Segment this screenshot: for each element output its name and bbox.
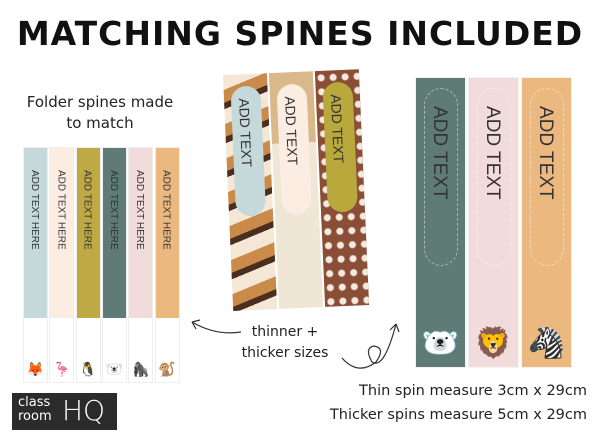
size-note: thinner + thicker sizes bbox=[230, 322, 340, 364]
spine-color-band bbox=[76, 148, 100, 318]
heading-line: to match bbox=[66, 114, 134, 132]
page-title: MATCHING SPINES INCLUDED bbox=[16, 14, 584, 53]
spine-color-band bbox=[102, 148, 126, 318]
spine-label: ADD TEXT bbox=[429, 106, 450, 200]
loop-arrow-right-icon bbox=[341, 323, 400, 369]
label-outline bbox=[424, 88, 458, 266]
zebra-icon: 🦓 bbox=[527, 326, 566, 361]
penguin-icon: 🐧 bbox=[79, 362, 97, 378]
spine-label: ADD TEXT HERE bbox=[134, 170, 146, 250]
logo-text: room bbox=[18, 409, 52, 424]
spine-color-band bbox=[129, 148, 153, 318]
polar-bear-icon: 🐻‍❄️ bbox=[105, 362, 124, 378]
spine-label: ADD TEXT bbox=[535, 106, 556, 200]
folder-spines-heading: Folder spines made to match bbox=[10, 92, 190, 134]
polar-bear-icon: 🐻‍❄️ bbox=[421, 326, 460, 361]
note-line: thinner + bbox=[251, 324, 319, 340]
folder-spine: ADD TEXT HERE 🐒 bbox=[154, 147, 180, 383]
thick-spine: ADD TEXT 🦁 bbox=[468, 77, 519, 368]
folder-spine: ADD TEXT HERE 🦩 bbox=[49, 147, 75, 383]
classroom-hq-logo: class room HQ bbox=[12, 393, 117, 430]
spine-color-band bbox=[155, 148, 179, 318]
crane-icon: 🦩 bbox=[53, 362, 71, 378]
patterned-spines-group: ADD TEXT ADD TEXT ADD TEXT bbox=[222, 69, 373, 311]
patterned-spine: ADD TEXT bbox=[314, 69, 370, 307]
spine-label: ADD TEXT bbox=[482, 106, 503, 200]
fox-icon: 🦊 bbox=[26, 362, 45, 378]
spine-label: ADD TEXT bbox=[281, 95, 301, 166]
label-outline bbox=[477, 88, 511, 266]
curved-arrow-left-icon bbox=[191, 319, 242, 334]
spine-label: ADD TEXT HERE bbox=[160, 170, 172, 250]
heading-line: Folder spines made bbox=[26, 93, 174, 111]
spine-color-band bbox=[24, 148, 47, 318]
thick-measurement: Thicker spins measure 5cm x 29cm bbox=[329, 407, 587, 423]
label-outline bbox=[530, 88, 564, 266]
thin-measurement: Thin spin measure 3cm x 29cm bbox=[359, 383, 587, 399]
lemur-icon: 🐒 bbox=[158, 362, 176, 378]
spine-label: ADD TEXT HERE bbox=[81, 170, 93, 250]
thick-spine: ADD TEXT 🐻‍❄️ bbox=[415, 77, 466, 368]
lion-icon: 🦁 bbox=[474, 326, 513, 361]
thick-spine: ADD TEXT 🦓 bbox=[521, 77, 572, 368]
logo-text: class bbox=[18, 395, 51, 410]
folder-spine: ADD TEXT HERE 🐻‍❄️ bbox=[101, 147, 127, 383]
spine-label: ADD TEXT HERE bbox=[107, 170, 119, 250]
folder-spine: ADD TEXT HERE 🦊 bbox=[23, 147, 48, 383]
spine-label: ADD TEXT bbox=[235, 97, 255, 168]
gorilla-icon: 🦍 bbox=[131, 362, 150, 378]
spine-color-band bbox=[50, 148, 74, 318]
patterned-spine: ADD TEXT bbox=[222, 73, 278, 311]
logo-mark: HQ bbox=[62, 394, 106, 427]
spine-label: ADD TEXT HERE bbox=[29, 170, 40, 250]
folder-spine: ADD TEXT HERE 🐧 bbox=[75, 147, 101, 383]
note-line: thicker sizes bbox=[241, 345, 329, 361]
spine-label: ADD TEXT HERE bbox=[55, 170, 67, 250]
patterned-spine: ADD TEXT bbox=[268, 71, 324, 309]
spine-label: ADD TEXT bbox=[327, 93, 347, 164]
folder-spine: ADD TEXT HERE 🦍 bbox=[128, 147, 154, 383]
